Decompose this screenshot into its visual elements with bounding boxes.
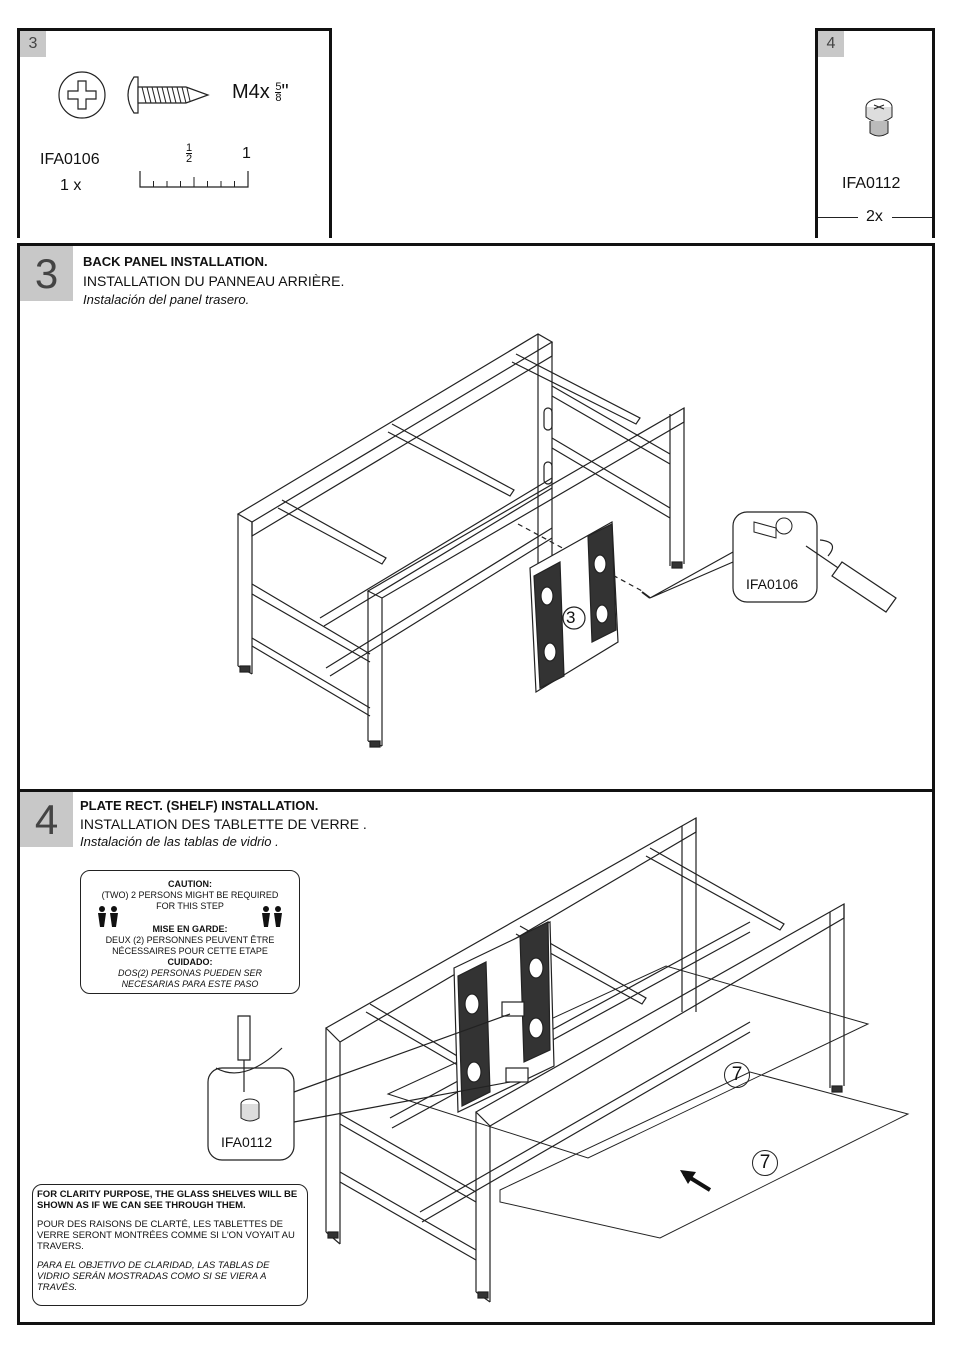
part-3-frac-num: 5 [275, 81, 282, 94]
part-4-box: 4 IFA0112 2x [815, 28, 935, 238]
phillips-screw-head-icon [58, 71, 106, 119]
step-3-title-es: Instalación del panel trasero. [83, 292, 250, 307]
part-4-code: IFA0112 [842, 175, 901, 192]
step-4-number: 4 [20, 792, 73, 847]
clarity-fr: POUR DES RAISONS DE CLARTÉ, LES TABLETTE… [37, 1219, 295, 1252]
cam-bolt-icon [240, 1098, 260, 1122]
step-4-title-fr: INSTALLATION DES TABLETTE DE VERRE . [80, 816, 367, 832]
ruler-icon [139, 171, 249, 188]
caution-en-1: (TWO) 2 PERSONS MIGHT BE REQUIRED [101, 890, 279, 900]
caution-en-2: FOR THIS STEP [156, 901, 224, 911]
step-3-box: 3 BACK PANEL INSTALLATION. INSTALLATION … [17, 243, 935, 792]
step-3-panel-label: 3 [566, 608, 576, 627]
ruler-half-num: 1 [186, 142, 193, 154]
caution-en-head: CAUTION: [168, 879, 212, 889]
arrow-icon [680, 1170, 712, 1192]
ruler-one: 1 [242, 145, 251, 162]
caution-fr-head: MISE EN GARDE: [152, 924, 228, 934]
people-icon [98, 906, 118, 927]
part-3-size-prefix: M4x [232, 81, 270, 103]
part-3-frac-den: 8 [275, 92, 282, 105]
clarity-note: FOR CLARITY PURPOSE, THE GLASS SHELVES W… [32, 1184, 308, 1306]
people-icon [262, 906, 282, 927]
caution-fr-2: NÉCESSAIRES POUR CETTE ETAPE [112, 946, 268, 956]
clarity-en: FOR CLARITY PURPOSE, THE GLASS SHELVES W… [37, 1189, 298, 1211]
part-4-number: 4 [818, 31, 844, 57]
callout-screw-icon [753, 517, 793, 539]
step-4-box: 4 PLATE RECT. (SHELF) INSTALLATION. INST… [17, 789, 935, 1325]
part-3-number: 3 [20, 31, 46, 57]
step-4-callout-code: IFA0112 [221, 1134, 273, 1150]
shelf-installation-drawing [207, 816, 910, 1303]
ruler-half: 1 2 [186, 142, 193, 165]
glass-label-2: 7 [752, 1150, 778, 1176]
step-3-number: 3 [20, 246, 73, 301]
part-4-qty-line [818, 217, 932, 218]
clarity-es: PARA EL OBJETIVO DE CLARIDAD, LAS TABLAS… [37, 1260, 270, 1293]
caution-fr-1: DEUX (2) PERSONNES PEUVENT ÊTRE [105, 935, 275, 945]
caution-es-1: DOS(2) PERSONAS PUEDEN SER [117, 968, 263, 978]
step-3-callout-code: IFA0106 [746, 576, 799, 592]
step-4-title-es: Instalación de las tablas de vidrio . [80, 834, 279, 849]
caution-es-2: NECESARIAS PARA ESTE PASO [121, 979, 259, 989]
part-3-size: M4x 5 8 " [232, 81, 289, 104]
cam-bolt-icon [865, 98, 893, 137]
screw-icon [127, 76, 210, 114]
ruler-half-den: 2 [186, 153, 193, 165]
step-3-title-en: BACK PANEL INSTALLATION. [83, 254, 268, 269]
caution-box: CAUTION: (TWO) 2 PERSONS MIGHT BE REQUIR… [80, 870, 300, 994]
tv-stand-frame-drawing [236, 333, 897, 748]
part-3-unit: " [281, 81, 289, 103]
part-3-code: IFA0106 [40, 151, 100, 168]
caution-es-head: CUIDADO: [167, 957, 213, 967]
screwdriver-icon [805, 539, 897, 613]
step-3-title-fr: INSTALLATION DU PANNEAU ARRIÈRE. [83, 273, 345, 289]
part-3-box: 3 M4x 5 8 " IFA0106 1 x 1 2 1 [17, 28, 332, 238]
part-3-qty: 1 x [60, 177, 82, 194]
glass-label-1: 7 [724, 1062, 750, 1088]
part-4-qty: 2x [866, 208, 883, 225]
step-4-title-en: PLATE RECT. (SHELF) INSTALLATION. [80, 798, 319, 813]
screw-callout [649, 511, 818, 603]
screwdriver-icon [215, 1015, 283, 1092]
back-panel [529, 521, 619, 694]
